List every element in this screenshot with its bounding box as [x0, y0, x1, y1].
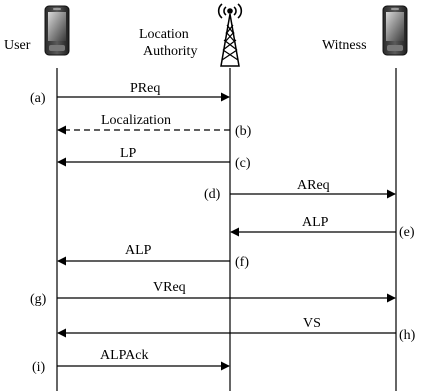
step-label: (h)	[399, 328, 416, 343]
step-label: (d)	[204, 187, 221, 202]
mobile-phone-icon	[44, 5, 70, 56]
message-g: VReq (g)	[30, 280, 396, 307]
radio-tower-icon	[217, 3, 243, 67]
message-label: VReq	[153, 280, 186, 295]
participant-witness: Witness	[322, 5, 408, 56]
step-label: (a)	[30, 91, 46, 106]
participant-location-authority: Location Authority	[139, 3, 243, 67]
message-b: Localization (b)	[57, 113, 252, 139]
message-i: ALPAck (i)	[32, 348, 230, 375]
message-label: LP	[120, 146, 137, 161]
mobile-phone-icon	[382, 5, 408, 56]
step-label: (i)	[32, 360, 46, 375]
participant-label: Witness	[322, 38, 367, 53]
message-label: ALPAck	[100, 348, 149, 363]
message-d: AReq (d)	[204, 178, 396, 202]
participant-label: Authority	[143, 44, 197, 59]
step-label: (e)	[399, 225, 415, 240]
message-e: ALP (e)	[230, 215, 415, 240]
message-f: ALP (f)	[57, 243, 249, 270]
message-label: ALP	[125, 243, 152, 258]
step-label: (f)	[235, 255, 249, 270]
message-label: VS	[303, 316, 321, 331]
message-h: VS (h)	[57, 316, 416, 343]
message-label: ALP	[302, 215, 329, 230]
message-label: AReq	[297, 178, 330, 193]
participant-label: Location	[139, 27, 189, 42]
participant-user: User	[4, 5, 70, 56]
step-label: (b)	[235, 124, 252, 139]
message-a: PReq (a)	[30, 81, 230, 106]
message-label: Localization	[101, 113, 171, 128]
step-label: (g)	[30, 292, 47, 307]
message-c: LP (c)	[57, 146, 251, 171]
message-label: PReq	[130, 81, 160, 96]
participant-label: User	[4, 38, 31, 53]
step-label: (c)	[235, 156, 251, 171]
